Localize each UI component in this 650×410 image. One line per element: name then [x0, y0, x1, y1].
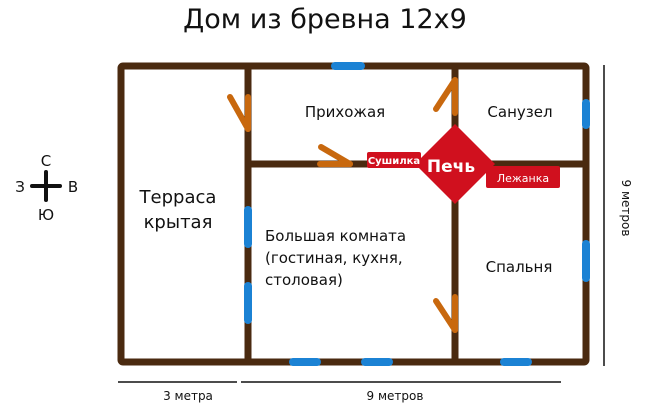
stove-label: Печь [427, 157, 475, 177]
windows [244, 62, 590, 366]
compass-west: З [15, 178, 25, 196]
door-icon [433, 77, 458, 116]
door-icon [433, 294, 458, 333]
compass: С Ю З В [15, 152, 78, 224]
compass-east: В [68, 178, 78, 196]
compass-north: С [41, 152, 51, 170]
door-icon [227, 94, 251, 132]
dim-label-house-depth: 9 метров [619, 180, 633, 237]
stove-diamond [415, 124, 495, 204]
bench-label: Лежанка [497, 172, 549, 185]
room-living-line3: столовая) [265, 271, 343, 289]
dryer-block [367, 152, 421, 168]
room-bedroom: Спальня [486, 258, 553, 276]
dimension-lines [118, 65, 605, 383]
room-bathroom: Санузел [487, 103, 552, 121]
dim-label-terrace: 3 метра [163, 389, 213, 403]
dryer-label: Сушилка [368, 156, 420, 167]
bench-block [486, 166, 560, 188]
room-hallway: Прихожая [305, 103, 385, 121]
room-terrace-line1: Терраса [139, 187, 217, 208]
compass-south: Ю [38, 206, 54, 224]
door-icon [317, 144, 353, 167]
room-living-line1: Большая комната [265, 227, 406, 245]
stove: Сушилка Лежанка Печь [367, 124, 560, 204]
room-terrace-line2: крытая [144, 212, 213, 233]
doors [227, 77, 458, 333]
dim-label-house-width: 9 метров [367, 389, 424, 403]
page-title: Дом из бревна 12x9 [183, 4, 467, 35]
room-living-line2: (гостиная, кухня, [265, 249, 403, 267]
